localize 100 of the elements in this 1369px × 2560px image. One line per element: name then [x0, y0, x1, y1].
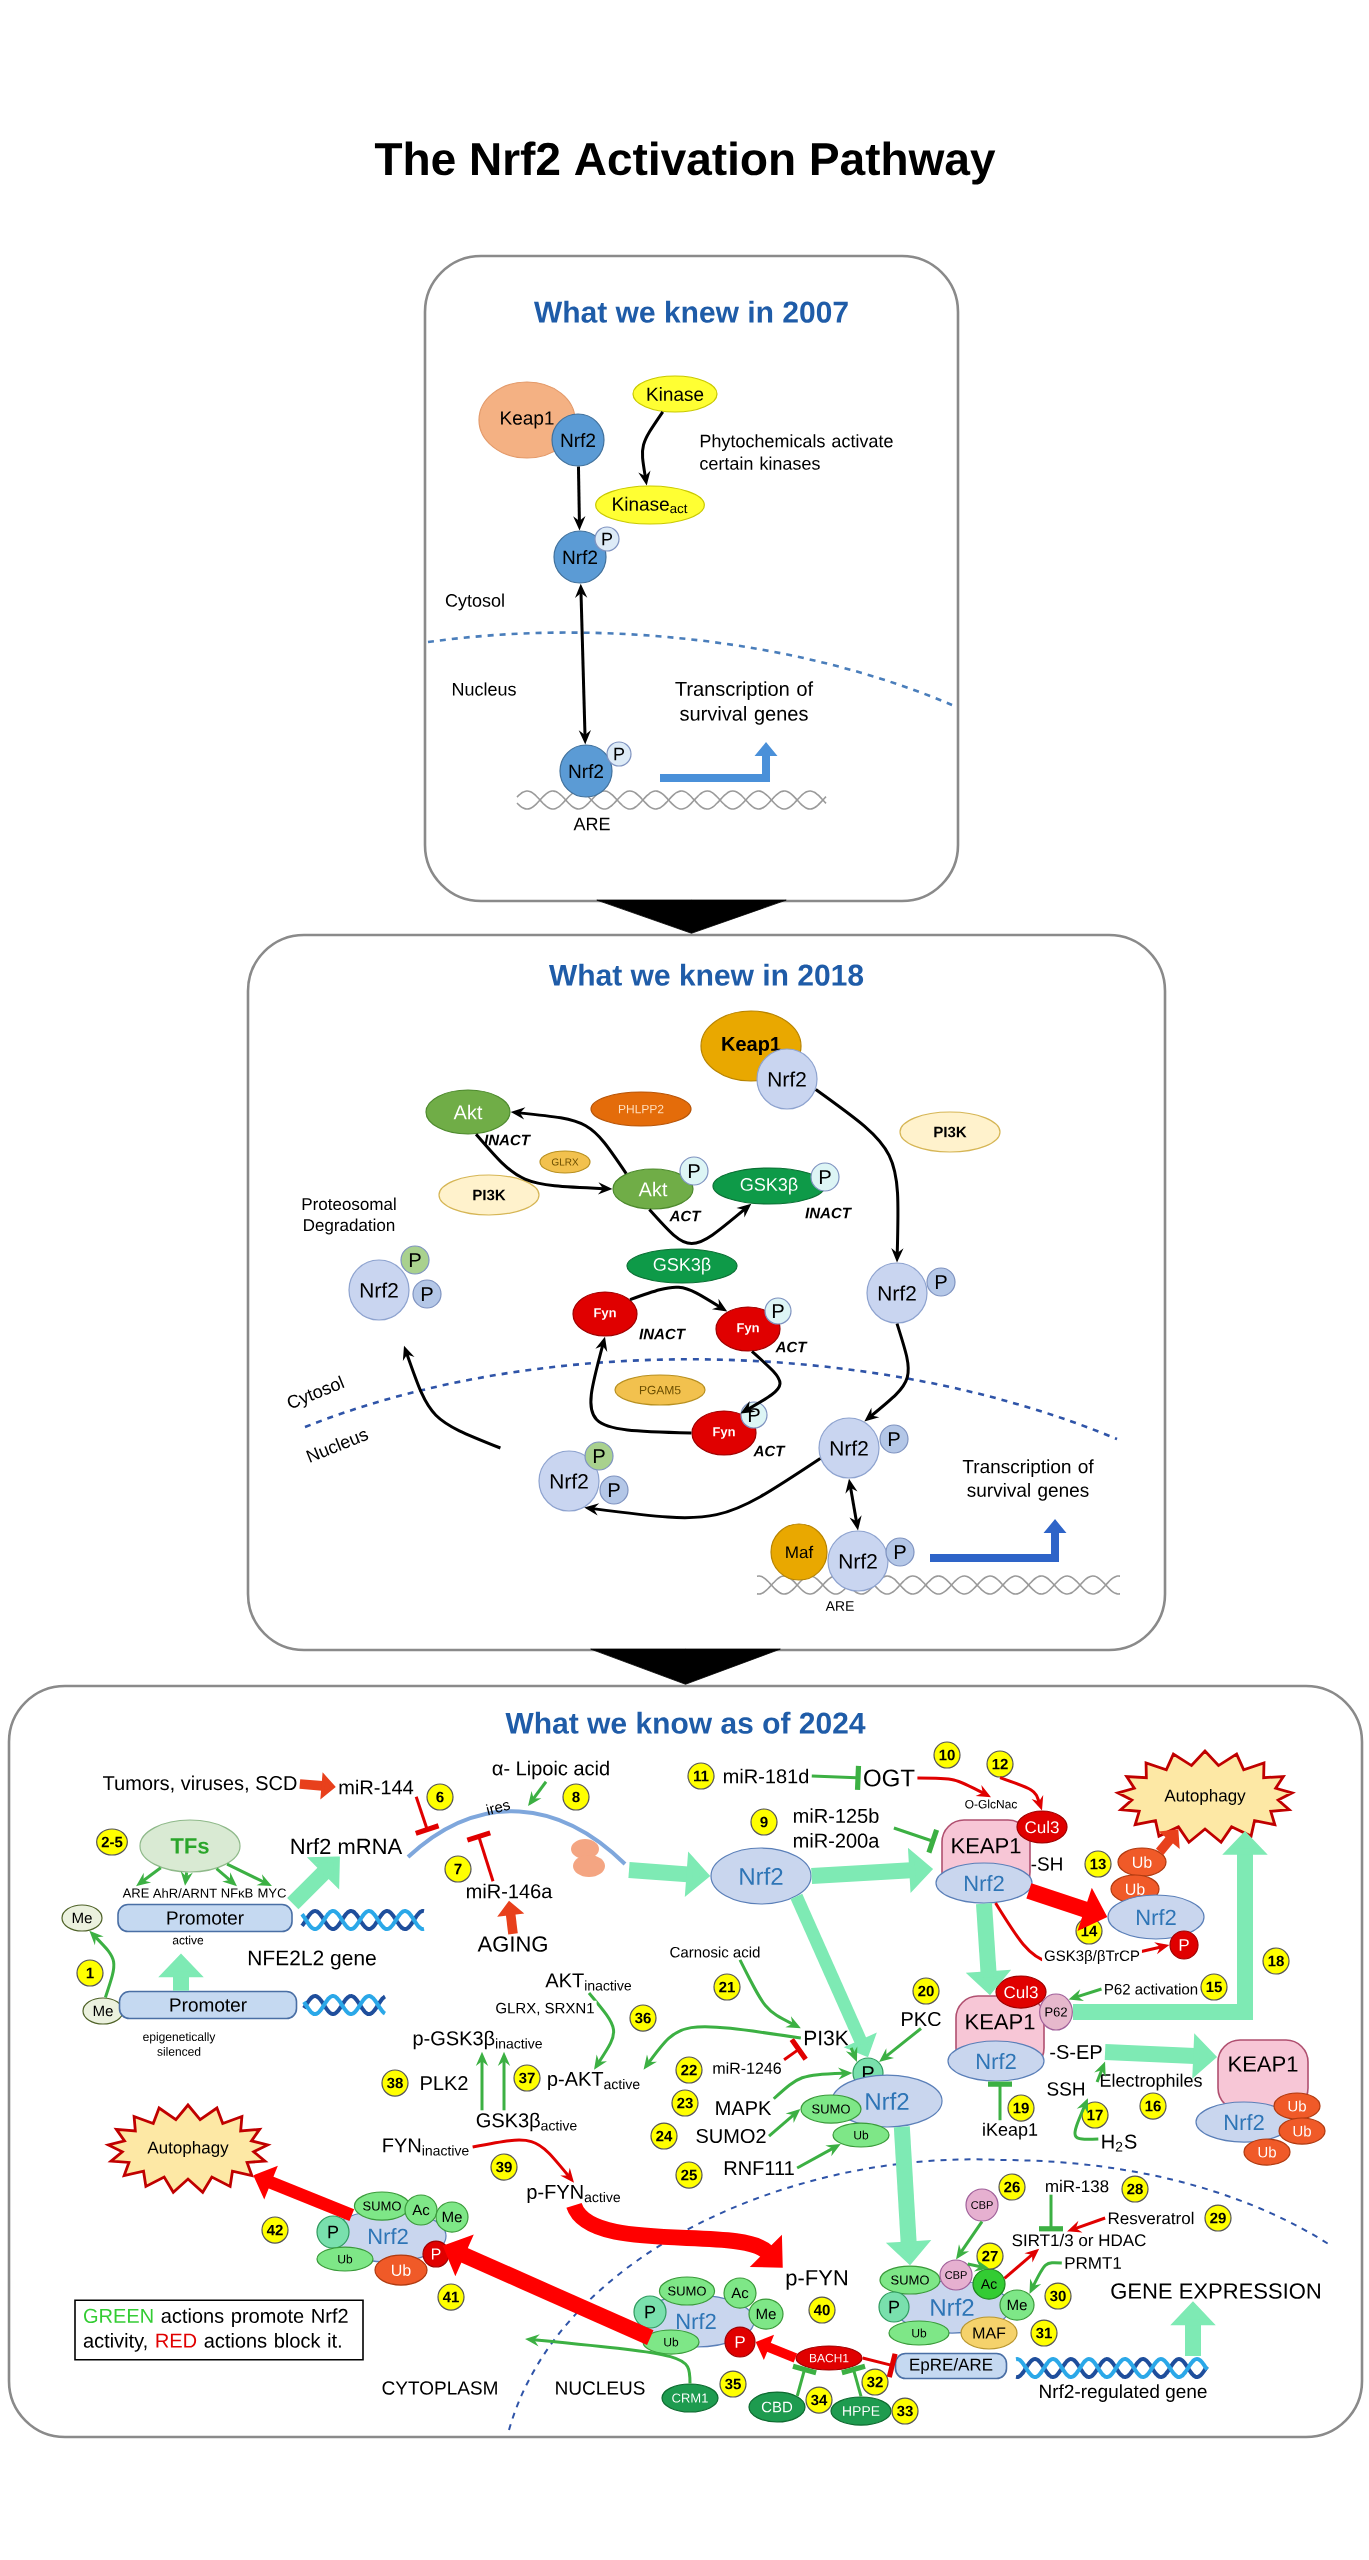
- molecule-label: p-GSK3β$_{inactive}$: [413, 2030, 542, 2050]
- molecule-label: α- Lipoic acid: [492, 1760, 609, 1780]
- molecule-label: H$_{2}$S: [1102, 2134, 1137, 2152]
- text-label: Cytosol: [445, 593, 504, 611]
- number-badge: 38: [381, 2069, 409, 2097]
- promoter-box: EpRE/ARE: [894, 2352, 1008, 2380]
- block-arrow: [287, 1856, 340, 1910]
- number-badge: 20: [912, 1977, 940, 2005]
- molecule-label: Resveratrol: [1108, 2211, 1194, 2225]
- text-label: INACT: [639, 1328, 686, 1340]
- molecule-label: P62 activation: [1105, 1983, 1198, 1995]
- molecule-label: miR-181d: [723, 1768, 809, 1784]
- number-badge: 15: [1200, 1973, 1228, 2001]
- text-label: Nrf2-regulated gene: [1040, 2384, 1207, 2402]
- number-badge: 30: [1044, 2282, 1072, 2310]
- molecule-label: Tumors, viruses, SCD: [103, 1775, 297, 1793]
- molecule-label: ARE: [122, 1888, 149, 1898]
- molecule-label: SUMO2: [696, 2128, 766, 2144]
- number-badge: 21: [713, 1973, 741, 2001]
- molecule-label: miR-144: [339, 1779, 414, 1795]
- number-badge: 26: [998, 2173, 1026, 2201]
- number-badge: 13: [1084, 1850, 1112, 1878]
- molecule-label: MYC: [258, 1888, 286, 1898]
- number-badge: 8: [562, 1783, 590, 1811]
- number-badge: 18: [1262, 1947, 1290, 1975]
- molecule-label: GENE EXPRESSION: [1111, 2283, 1320, 2299]
- text-label: ARE: [825, 1601, 854, 1611]
- number-badge: 16: [1139, 2092, 1167, 2120]
- chevron-arrow: [590, 1648, 781, 1685]
- molecule-label: AGING: [477, 1936, 547, 1952]
- inhibition-line: [783, 2038, 808, 2061]
- text-label: Nucleus: [452, 682, 516, 696]
- number-badge: 17: [1081, 2101, 1109, 2129]
- number-badge: 31: [1030, 2319, 1058, 2347]
- molecule-label: iKeap1: [983, 2122, 1038, 2140]
- molecule-label: PKC: [902, 2011, 941, 2027]
- molecule-label: PRMT1: [1065, 2257, 1121, 2269]
- text-label: INACT: [484, 1134, 531, 1146]
- text-label: NUCLEUS: [556, 2381, 645, 2395]
- molecule-label: GSK3β$_{active}$: [476, 2112, 577, 2132]
- number-badge: 32: [861, 2368, 889, 2396]
- molecule-label: miR-125b miR-200a: [793, 1808, 880, 1848]
- inhibition-line: [811, 1765, 862, 1790]
- molecule-label: p-AKT$_{active}$: [548, 2072, 640, 2090]
- molecule-label: p-FYN$_{active}$: [527, 2185, 621, 2203]
- number-badge: 24: [650, 2122, 678, 2150]
- text-label: NFE2L2 gene: [248, 1950, 376, 1970]
- molecule-label: Nrf2 mRNA: [291, 1838, 403, 1854]
- number-badge: 35: [719, 2370, 747, 2398]
- promoter-box: Promoter: [118, 1990, 298, 2020]
- block-arrow: [1155, 1829, 1180, 1855]
- number-badge: 12: [986, 1750, 1014, 1778]
- text-label: CYTOPLASM: [382, 2381, 497, 2395]
- inhibition-line: [862, 2353, 898, 2378]
- molecule-label: SIRT1/3 or HDAC: [1012, 2233, 1146, 2247]
- inhibition-line: [466, 1830, 495, 1882]
- molecule-label: PI3K: [804, 2030, 849, 2046]
- number-badge: 23: [671, 2089, 699, 2117]
- molecule-label: AhR/ARNT: [152, 1888, 217, 1898]
- number-badge: 1: [76, 1959, 104, 1987]
- number-badge: 42: [261, 2216, 289, 2244]
- number-badge: 37: [513, 2064, 541, 2092]
- number-badge: 9: [750, 1808, 778, 1836]
- block-arrow: [567, 2201, 783, 2268]
- text-label: Proteosomal Degradation: [302, 1197, 396, 1235]
- inhibition-line: [1039, 2194, 1063, 2232]
- number-badge: 19: [1007, 2094, 1035, 2122]
- molecule-label: OGT: [864, 1769, 915, 1787]
- text-label: INACT: [805, 1207, 852, 1219]
- molecule-label: p-FYN: [786, 2270, 847, 2290]
- molecule-label: miR-146a: [466, 1883, 553, 1899]
- caption-text: epigenetically silenced: [143, 2032, 216, 2056]
- number-badge: 33: [891, 2397, 919, 2425]
- text-label: Transcription of survival genes: [675, 681, 814, 725]
- region-label: ires: [485, 1802, 511, 1816]
- number-badge: 6: [426, 1783, 454, 1811]
- text-label: Transcription of survival genes: [962, 1459, 1094, 1501]
- number-badge: 40: [808, 2296, 836, 2324]
- molecule-label: AKT$_{inactive}$: [545, 1973, 632, 1991]
- edge-label: GSK3β/βTrCP: [1042, 1948, 1142, 1966]
- number-badge: 39: [490, 2153, 518, 2181]
- molecule-label: Carnosic acid: [670, 1946, 760, 1958]
- number-badge: 7: [444, 1855, 472, 1883]
- molecule-label: miR-1246: [713, 2062, 781, 2074]
- molecule-label: SSH: [1047, 2082, 1084, 2096]
- text-label: ARE: [573, 817, 610, 831]
- text-label: Phytochemicals activate certain kinases: [700, 434, 893, 470]
- molecule-label: Electrophiles: [1100, 2073, 1202, 2091]
- number-badge: 2-5: [96, 1828, 128, 1856]
- molecule-label: -S-EP: [1050, 2044, 1102, 2060]
- number-badge: 22: [675, 2056, 703, 2084]
- molecule-label: miR-138: [1046, 2179, 1109, 2193]
- molecule-label: O-GlcNac: [965, 1799, 1017, 1809]
- molecule-label: MAPK: [716, 2101, 772, 2115]
- text-label: -SH: [1031, 1857, 1062, 1871]
- molecule-label: NFκB: [221, 1888, 253, 1898]
- molecule-label: PLK2: [421, 2076, 468, 2090]
- number-badge: 29: [1204, 2204, 1232, 2232]
- text-label: ACT: [669, 1210, 702, 1222]
- number-badge: 11: [687, 1762, 715, 1790]
